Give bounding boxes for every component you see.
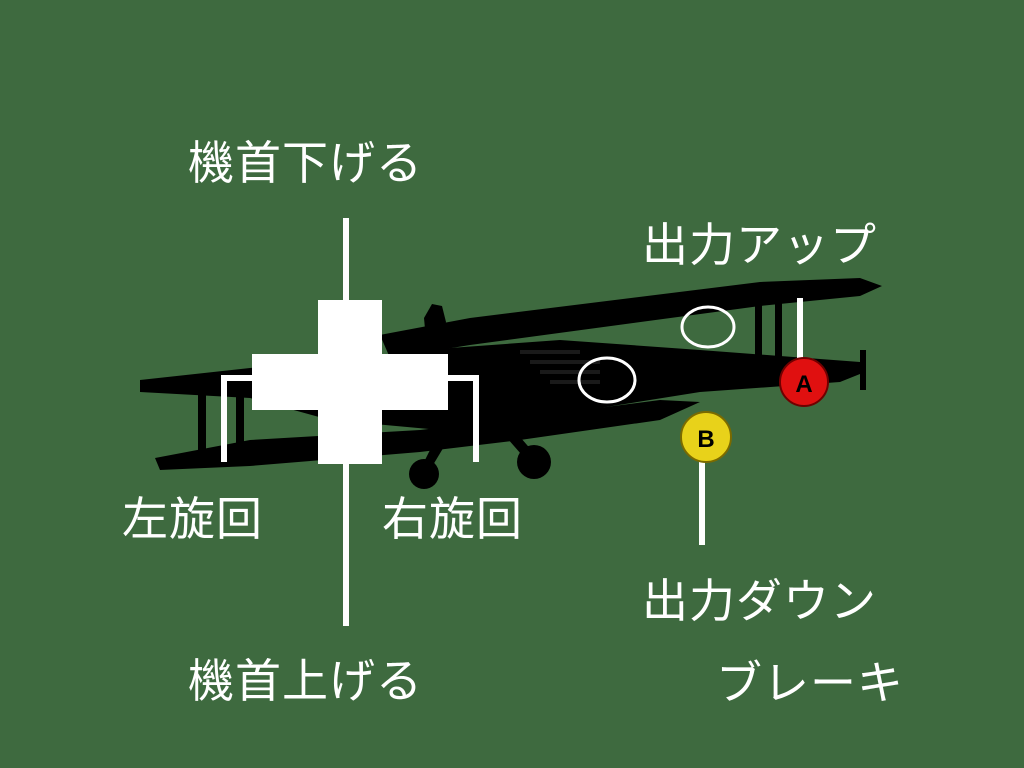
dpad-callout-lines (221, 218, 479, 626)
button-callout-lines (699, 298, 803, 545)
fuselage-detail (520, 350, 600, 384)
throttle-marker-circle (680, 305, 736, 349)
wheel (517, 445, 551, 479)
label-nose-down: 機首下げる (188, 136, 423, 190)
brake-marker-circle (577, 356, 637, 404)
biplane-silhouette (140, 278, 882, 489)
wheel (409, 459, 439, 489)
a-button-letter: A (795, 371, 812, 398)
lower-wing (155, 400, 700, 470)
strut (775, 298, 782, 358)
a-button-icon: A (779, 357, 829, 407)
b-button-letter: B (697, 426, 714, 453)
strut (755, 300, 762, 360)
label-throttle-down: 出力ダウン (642, 574, 877, 628)
upper-wing (380, 278, 882, 358)
dpad-icon (252, 300, 448, 464)
label-brake: ブレーキ (716, 656, 904, 710)
label-turn-left: 左旋回 (122, 492, 263, 546)
label-nose-up: 機首上げる (188, 654, 423, 708)
label-turn-right: 右旋回 (382, 492, 523, 546)
dpad-horizontal (252, 354, 448, 410)
b-button-icon: B (680, 411, 732, 463)
strut (236, 384, 244, 456)
propeller (860, 350, 866, 390)
strut (198, 388, 206, 460)
cockpit (424, 304, 446, 340)
label-throttle-up: 出力アップ (642, 218, 877, 272)
